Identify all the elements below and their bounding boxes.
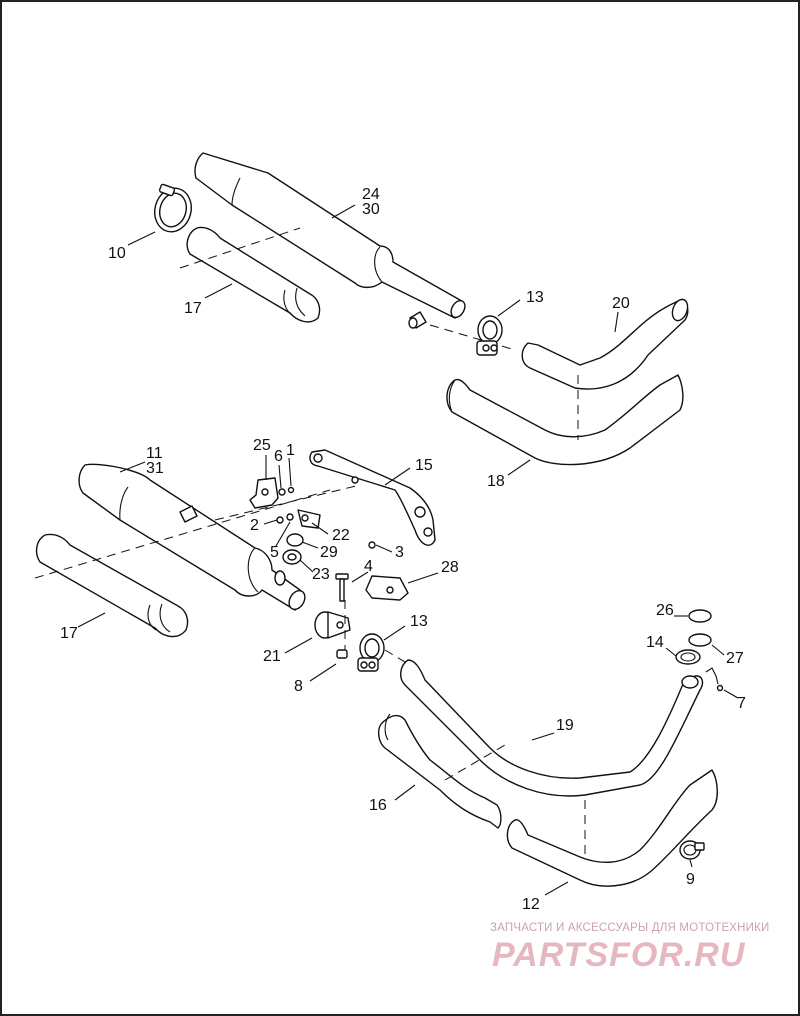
ring-27	[688, 633, 712, 647]
ring-26	[688, 609, 712, 623]
callout-27: 27	[726, 650, 744, 667]
wire-7	[705, 667, 719, 685]
bolt-4	[335, 573, 349, 602]
callout-16: 16	[369, 797, 387, 814]
callout-24: 24	[362, 186, 380, 203]
gasket-14	[675, 649, 701, 665]
callout-19: 19	[556, 717, 574, 734]
screw-1	[287, 486, 295, 494]
callout-20: 20	[612, 295, 630, 312]
callout-25: 25	[253, 437, 271, 454]
spacer-5	[286, 533, 304, 547]
lower-muffler-11-31	[78, 463, 306, 611]
callout-23: 23	[312, 566, 330, 583]
bracket-28	[365, 575, 409, 601]
callout-10: 10	[108, 245, 126, 262]
callout-7: 7	[737, 695, 746, 712]
callout-15: 15	[415, 457, 433, 474]
bracket-22	[297, 509, 321, 529]
callout-31: 31	[146, 460, 164, 477]
watermark: ЗАПЧАСТИ И АКСЕССУАРЫ ДЛЯ МОТОТЕХНИКИ PA…	[490, 922, 770, 974]
heat-shield-17-upper	[186, 226, 321, 323]
callout-14: 14	[646, 634, 664, 651]
heat-shield-18	[446, 374, 684, 466]
callout-4: 4	[364, 558, 373, 575]
heat-shield-17-lower	[35, 533, 189, 638]
callout-13: 13	[526, 289, 544, 306]
callout-1: 1	[286, 442, 295, 459]
callout-13: 13	[410, 613, 428, 630]
callout-26: 26	[656, 602, 674, 619]
callout-30: 30	[362, 201, 380, 218]
clamp-10	[154, 183, 192, 233]
watermark-tagline: ЗАПЧАСТИ И АКСЕССУАРЫ ДЛЯ МОТОТЕХНИКИ	[490, 922, 770, 934]
callout-8: 8	[294, 678, 303, 695]
exhaust-pipe-19	[400, 659, 704, 797]
bracket-25	[249, 477, 279, 509]
leader-lines	[77, 204, 739, 896]
callout-17: 17	[184, 300, 202, 317]
callout-17: 17	[60, 625, 78, 642]
callout-11: 11	[146, 445, 163, 462]
clamp-13-lower	[357, 633, 385, 672]
callout-28: 28	[441, 559, 459, 576]
watermark-brand: PARTSFOR.RU	[492, 936, 746, 974]
callout-labels: 24 30 10 17 13 20 18 11 31 25 6 1 15 2 2…	[60, 186, 746, 913]
dash-line	[179, 227, 301, 269]
bracket-15	[309, 449, 436, 546]
callout-18: 18	[487, 473, 505, 490]
callout-2: 2	[250, 517, 259, 534]
heat-shield-12	[506, 769, 718, 887]
clamp-13-upper	[476, 315, 503, 356]
callout-22: 22	[332, 527, 350, 544]
washer-6	[278, 488, 286, 496]
callout-3: 3	[395, 544, 404, 561]
lockwasher	[286, 513, 294, 521]
callout-9: 9	[686, 871, 695, 888]
heat-shield-16	[378, 713, 502, 829]
nut-8	[336, 649, 348, 659]
dash-line	[34, 489, 331, 579]
dash-line	[444, 744, 506, 781]
callout-21: 21	[263, 648, 281, 665]
callout-6: 6	[274, 448, 283, 465]
nut-3	[368, 541, 376, 549]
callout-12: 12	[522, 896, 540, 913]
callout-5: 5	[270, 544, 279, 561]
dash-line	[214, 484, 361, 521]
upper-muffler-24-30	[194, 152, 466, 329]
clamp-9	[679, 840, 705, 860]
exhaust-pipe-20	[521, 298, 689, 390]
callout-29: 29	[320, 544, 338, 561]
screw-2	[276, 516, 284, 524]
dash-line	[384, 649, 411, 666]
